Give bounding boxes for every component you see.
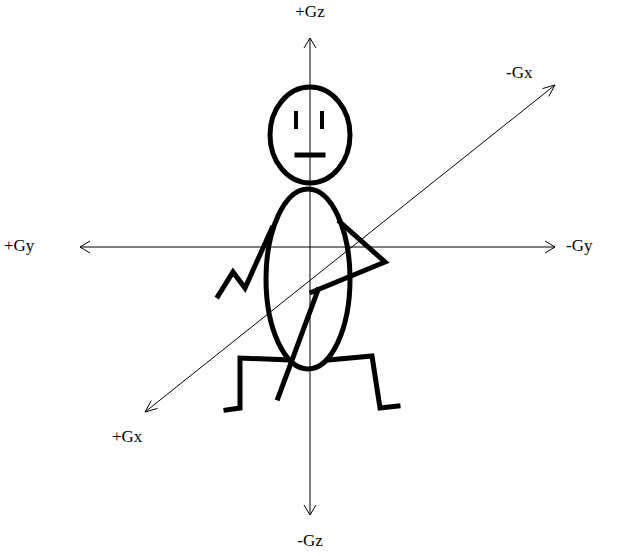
axis-label: +Gx (112, 428, 142, 447)
y-axis (80, 247, 555, 248)
leg-line (278, 290, 318, 398)
x-axis (145, 85, 555, 412)
arrowhead (304, 38, 316, 48)
z-axis (310, 38, 311, 515)
left-arm (218, 228, 272, 296)
axis-label: -Gx (506, 64, 532, 83)
axis-label: +Gy (4, 237, 34, 256)
right-leg (328, 356, 398, 408)
mouth (297, 153, 323, 158)
axis-label: -Gz (297, 532, 322, 551)
figure (218, 87, 398, 410)
right-arm (312, 222, 385, 292)
eye (320, 113, 324, 127)
axes (80, 38, 555, 515)
arrowhead (80, 241, 90, 253)
eye (294, 113, 298, 127)
axis-label: -Gy (566, 237, 592, 256)
arrowhead (545, 241, 555, 253)
axis-label: +Gz (295, 3, 324, 22)
arrowhead (145, 401, 158, 412)
arrowhead (304, 505, 316, 515)
head (270, 87, 350, 183)
left-leg (226, 358, 290, 410)
arrowhead (543, 85, 556, 96)
